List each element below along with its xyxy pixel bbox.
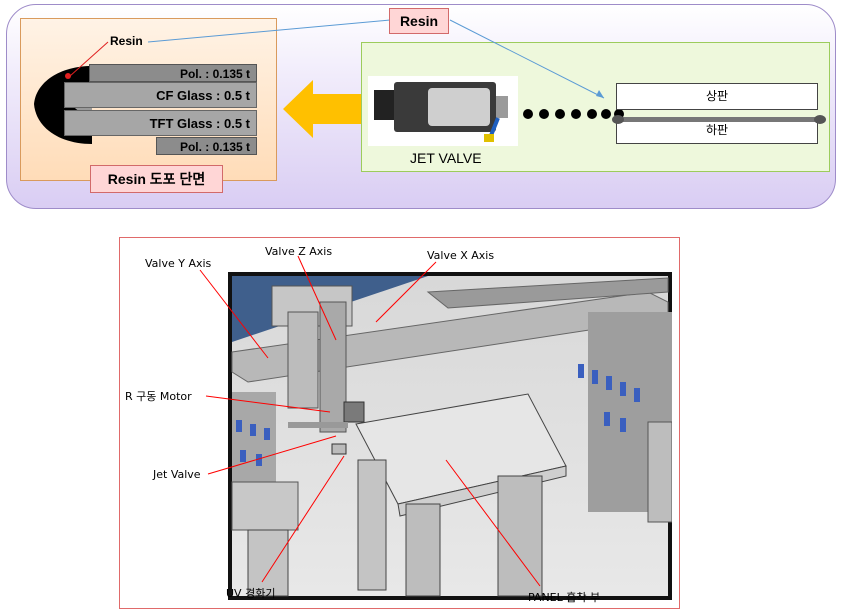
resin-seal-line [612, 109, 826, 124]
machine-figure-frame [119, 237, 680, 609]
label-panel-suction: PANEL 흡착 부 [528, 591, 601, 604]
label-jet-valve: Jet Valve [153, 468, 201, 481]
resin-label: Resin [110, 34, 143, 48]
resin-leader-lines [69, 19, 605, 99]
jet-valve-photo [368, 76, 518, 146]
tft-glass-label: TFT Glass : 0.5 t [149, 116, 250, 131]
yellow-arrow-left-icon [283, 80, 361, 138]
label-valve-y-axis: Valve Y Axis [145, 257, 212, 270]
machine-render [228, 272, 672, 600]
tft-glass-layer: TFT Glass : 0.5 t [64, 110, 257, 136]
upper-plate: 상판 [616, 83, 818, 110]
pol-bottom-layer: Pol. : 0.135 t [156, 137, 257, 155]
label-valve-x-axis: Valve X Axis [427, 249, 495, 262]
label-valve-z-axis: Valve Z Axis [265, 245, 333, 258]
pol-bottom-label: Pol. : 0.135 t [179, 140, 250, 154]
cf-glass-layer: CF Glass : 0.5 t [64, 82, 257, 108]
label-uv-curer: UV 경화기 [226, 587, 276, 600]
pol-top-layer: Pol. : 0.135 t [89, 64, 257, 82]
cf-glass-label: CF Glass : 0.5 t [156, 88, 250, 103]
cross-section-caption: Resin 도포 단면 [90, 165, 223, 193]
label-r-motor: R 구동 Motor [125, 390, 192, 403]
pol-top-label: Pol. : 0.135 t [179, 67, 250, 81]
resin-callout: Resin [389, 8, 449, 34]
jet-valve-label: JET VALVE [410, 150, 482, 166]
